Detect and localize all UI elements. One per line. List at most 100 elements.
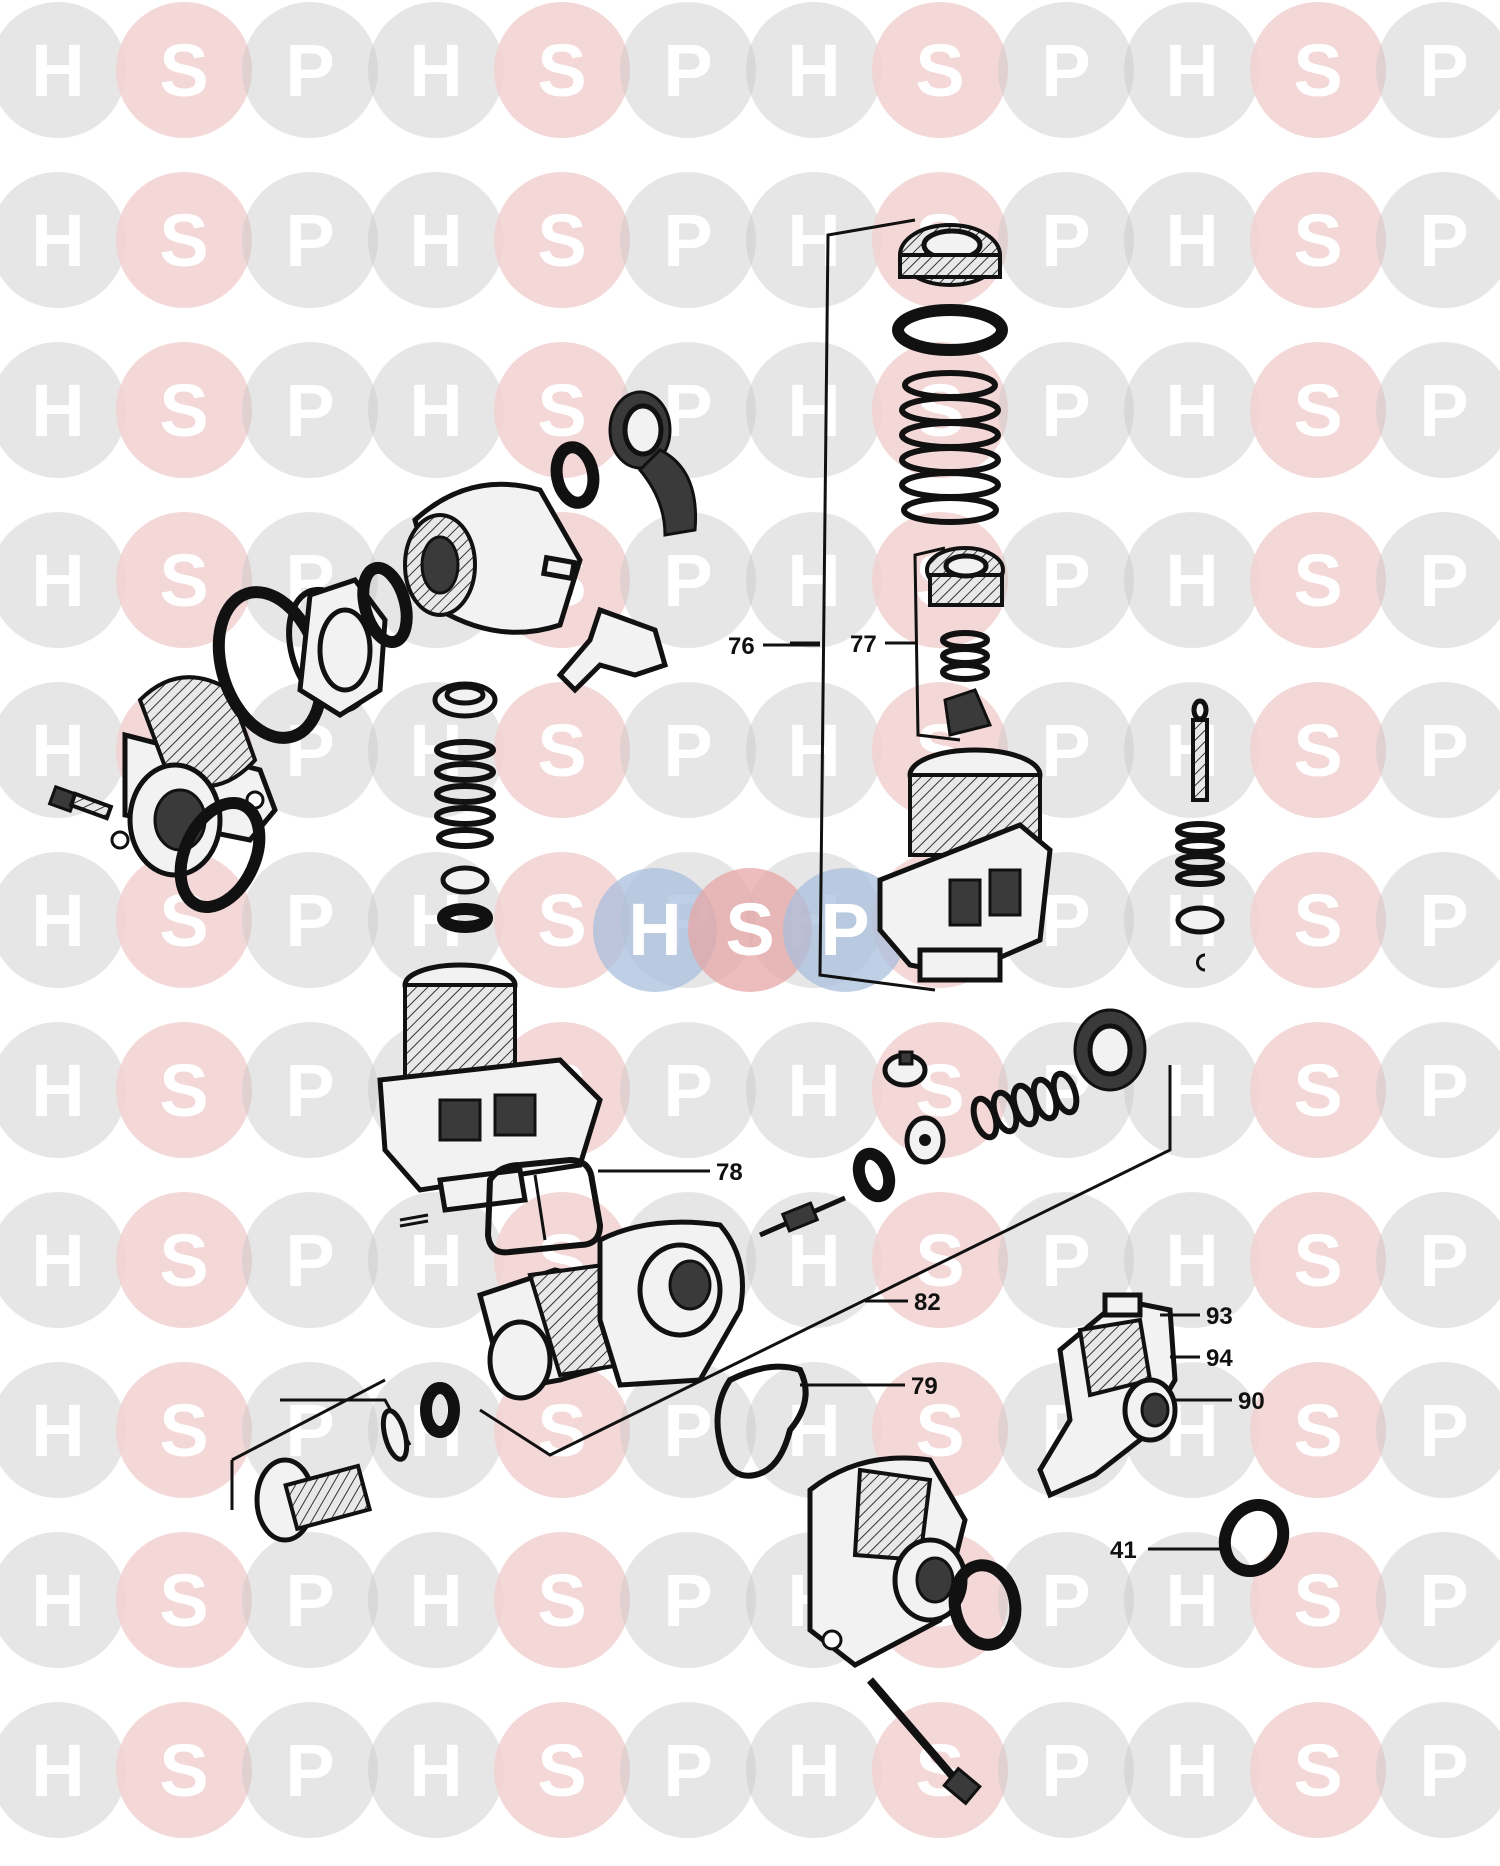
- watermark-letter: P: [285, 369, 334, 452]
- watermark-circle: [998, 342, 1134, 478]
- watermark-circle: [368, 1532, 504, 1668]
- valve-poppet-77: [943, 688, 993, 737]
- watermark-center-circle: [593, 868, 717, 992]
- watermark-circle: [494, 172, 630, 308]
- watermark-letter: P: [1041, 1729, 1090, 1812]
- watermark-letter: H: [31, 199, 84, 282]
- watermark-circle: [1250, 2, 1386, 138]
- watermark-letter: H: [409, 1219, 462, 1302]
- watermark-letter: H: [31, 709, 84, 792]
- watermark-letter: H: [787, 1049, 840, 1132]
- watermark-circle: [0, 512, 126, 648]
- watermark-circle: [116, 1532, 252, 1668]
- watermark-letter: H: [1165, 199, 1218, 282]
- callout-77: 77: [850, 631, 915, 658]
- washer-41: [1218, 1498, 1290, 1578]
- watermark-circle: [116, 1362, 252, 1498]
- callout-41-label: 41: [1110, 1537, 1137, 1564]
- watermark-letter: S: [537, 1559, 586, 1642]
- watermark-circle: [872, 2, 1008, 138]
- push-rod: [759, 1195, 846, 1238]
- bracket-76: [818, 218, 936, 992]
- watermark-letter: P: [1041, 709, 1090, 792]
- watermark-circle: [116, 2, 252, 138]
- watermark-circle: [620, 512, 756, 648]
- watermark-circle: [1376, 342, 1500, 478]
- watermark-circle: [620, 2, 756, 138]
- callout-93: 93: [1160, 1303, 1233, 1330]
- watermark-circle: [746, 172, 882, 308]
- watermark-circle: [1250, 1532, 1386, 1668]
- watermark-letter: H: [409, 369, 462, 452]
- watermark-letter: H: [787, 29, 840, 112]
- piston-assembly: [904, 1115, 946, 1165]
- watermark-letter: P: [1419, 709, 1468, 792]
- watermark-circle: [0, 682, 126, 818]
- callout-82-label: 82: [914, 1289, 941, 1316]
- watermark-circle: [242, 1702, 378, 1838]
- callout-76-label: 76: [728, 633, 755, 660]
- watermark-circle: [494, 2, 630, 138]
- watermark-circle: [242, 342, 378, 478]
- watermark-circle: [116, 852, 252, 988]
- base-washer: [948, 1559, 1022, 1651]
- watermark-circle: [494, 852, 630, 988]
- valve-body-90: [1037, 1292, 1178, 1499]
- flange-union-part: [110, 675, 278, 878]
- cap-washer: [892, 304, 1008, 356]
- watermark-circle: [746, 342, 882, 478]
- watermark-circle: [0, 1532, 126, 1668]
- watermark-letter: S: [915, 1219, 964, 1302]
- watermark-circle: [0, 172, 126, 308]
- watermark-letter: P: [285, 199, 334, 282]
- watermark-circle: [116, 1022, 252, 1158]
- watermark-letter: H: [31, 1219, 84, 1302]
- watermark-circle: [494, 342, 630, 478]
- watermark-letter: S: [537, 879, 586, 962]
- watermark-letter: H: [787, 1219, 840, 1302]
- watermark-circle: [368, 2, 504, 138]
- watermark-letter: P: [1419, 199, 1468, 282]
- watermark-circle: [1376, 1702, 1500, 1838]
- callout-76: 76: [728, 633, 820, 660]
- watermark-letter: P: [1041, 879, 1090, 962]
- watermark-letter: P: [1419, 369, 1468, 452]
- watermark-circle: [872, 1702, 1008, 1838]
- watermark-circle: [242, 1192, 378, 1328]
- watermark-circle: [368, 1702, 504, 1838]
- watermark-circle: [1250, 1362, 1386, 1498]
- watermark-circle: [620, 172, 756, 308]
- callout-90-label: 90: [1238, 1388, 1265, 1415]
- watermark-circle: [746, 1022, 882, 1158]
- watermark-circle: [1376, 172, 1500, 308]
- watermark-letter: H: [787, 539, 840, 622]
- watermark-circle: [1124, 1532, 1260, 1668]
- long-bolt: [866, 1677, 982, 1806]
- watermark-letter: H: [787, 1389, 840, 1472]
- end-cap-nut: [1073, 1008, 1147, 1092]
- watermark-circle: [998, 172, 1134, 308]
- watermark-letter: S: [1293, 1729, 1342, 1812]
- watermark-letter: H: [1165, 1559, 1218, 1642]
- watermark-letter: S: [159, 199, 208, 282]
- watermark-circle: [0, 1362, 126, 1498]
- watermark-circle: [1124, 1702, 1260, 1838]
- watermark-letter: H: [31, 1559, 84, 1642]
- filter-assembly: [230, 1378, 460, 1543]
- watermark-letter: P: [663, 199, 712, 282]
- watermark-circle: [1124, 172, 1260, 308]
- watermark-letter: S: [1293, 539, 1342, 622]
- watermark-letter: P: [1419, 879, 1468, 962]
- watermark-letter: S: [537, 369, 586, 452]
- watermark-circle: [116, 512, 252, 648]
- watermark-letter: P: [285, 1219, 334, 1302]
- watermark-letter: S: [159, 1389, 208, 1472]
- watermark-letter: S: [537, 29, 586, 112]
- watermark-letter: S: [537, 1729, 586, 1812]
- knurled-cap: [898, 223, 1002, 287]
- watermark-circle: [1250, 1192, 1386, 1328]
- watermark-circle: [998, 1702, 1134, 1838]
- watermark-center-letter: P: [820, 888, 869, 971]
- watermark-center-circle: [783, 868, 907, 992]
- inlet-union-assembly: [47, 390, 698, 913]
